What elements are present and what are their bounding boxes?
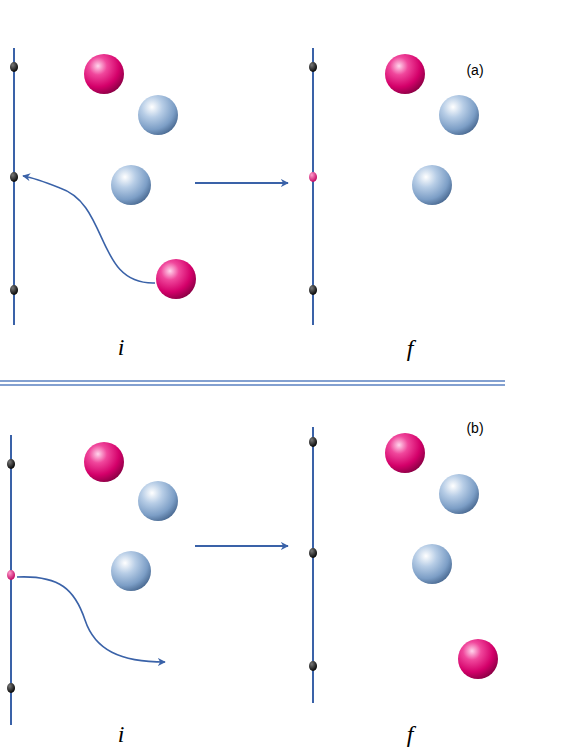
state-label: f — [407, 336, 414, 360]
magenta-sphere — [84, 54, 124, 94]
blue-sphere — [439, 474, 479, 514]
separator-line — [0, 380, 505, 382]
site-dot — [10, 62, 18, 72]
desorption-arrow — [17, 577, 165, 662]
adsorption-arrow — [23, 176, 155, 283]
panel-b — [7, 427, 498, 725]
lattice-line — [312, 48, 314, 325]
panel-label: (b) — [466, 421, 483, 435]
site-dot — [10, 285, 18, 295]
blue-sphere — [111, 551, 151, 591]
magenta-sphere — [385, 433, 425, 473]
site-dot — [309, 548, 317, 558]
separator-line — [0, 384, 505, 386]
site-dot — [10, 172, 18, 182]
blue-sphere — [412, 544, 452, 584]
site-dot — [7, 683, 15, 693]
magenta-sphere — [385, 54, 425, 94]
blue-sphere — [111, 165, 151, 205]
magenta-sphere — [84, 442, 124, 482]
site-dot — [309, 285, 317, 295]
magenta-sphere — [458, 639, 498, 679]
site-dot — [309, 661, 317, 671]
state-label: i — [118, 335, 125, 359]
occupied-site-dot — [7, 570, 15, 580]
magenta-sphere — [156, 259, 196, 299]
site-dot — [309, 437, 317, 447]
lattice-line — [13, 48, 15, 325]
blue-sphere — [439, 95, 479, 135]
occupied-site-dot — [309, 172, 317, 182]
panel-a — [10, 48, 479, 325]
blue-sphere — [412, 165, 452, 205]
site-dot — [309, 62, 317, 72]
transition-arrow — [195, 182, 288, 184]
state-label: i — [118, 722, 125, 746]
panel-label: (a) — [466, 63, 483, 77]
blue-sphere — [138, 95, 178, 135]
blue-sphere — [138, 481, 178, 521]
transition-arrow — [195, 545, 288, 547]
state-label: f — [407, 722, 414, 746]
separator — [0, 381, 505, 385]
site-dot — [7, 459, 15, 469]
